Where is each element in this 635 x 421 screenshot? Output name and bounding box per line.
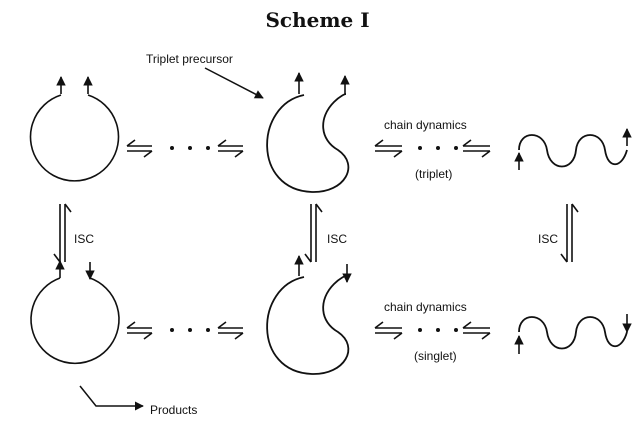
triplet-precursor-label: Triplet precursor [146,52,233,66]
ring-bottom-left [30,277,120,365]
isc-label-left: ISC [74,232,95,246]
scheme-title: Scheme I [265,8,370,32]
isc-arrows-left [53,203,72,263]
chain-dynamics-label-bottom: chain dynamics [384,300,467,314]
isc-label-right: ISC [538,232,559,246]
products-label: Products [150,403,198,417]
precursor-pointer-arrow [204,67,264,99]
isc-arrows-middle [304,203,323,263]
ellipsis-dots [170,328,210,332]
ring-top-left [29,94,120,182]
chain-dynamics-label-top: chain dynamics [384,118,467,132]
isc-label-middle: ISC [327,232,348,246]
chain-extended-bottom-right [518,316,628,350]
equilibrium-arrows [374,321,403,340]
equilibrium-arrows [126,139,153,158]
chain-partial-bottom-middle [266,275,350,375]
equilibrium-arrows [126,321,153,340]
ellipsis-dots [418,328,458,332]
singlet-label: (singlet) [414,349,457,363]
chain-partial-top-middle [266,93,350,193]
products-arrow [79,385,144,411]
equilibrium-arrows [217,139,244,158]
equilibrium-arrows [462,321,491,340]
ellipsis-dots [170,146,210,150]
isc-arrows-right [560,203,579,263]
equilibrium-arrows [374,139,403,158]
ellipsis-dots [418,146,458,150]
triplet-label: (triplet) [415,167,453,181]
equilibrium-arrows [462,139,491,158]
chain-extended-top-right [518,134,628,168]
equilibrium-arrows [217,321,244,340]
